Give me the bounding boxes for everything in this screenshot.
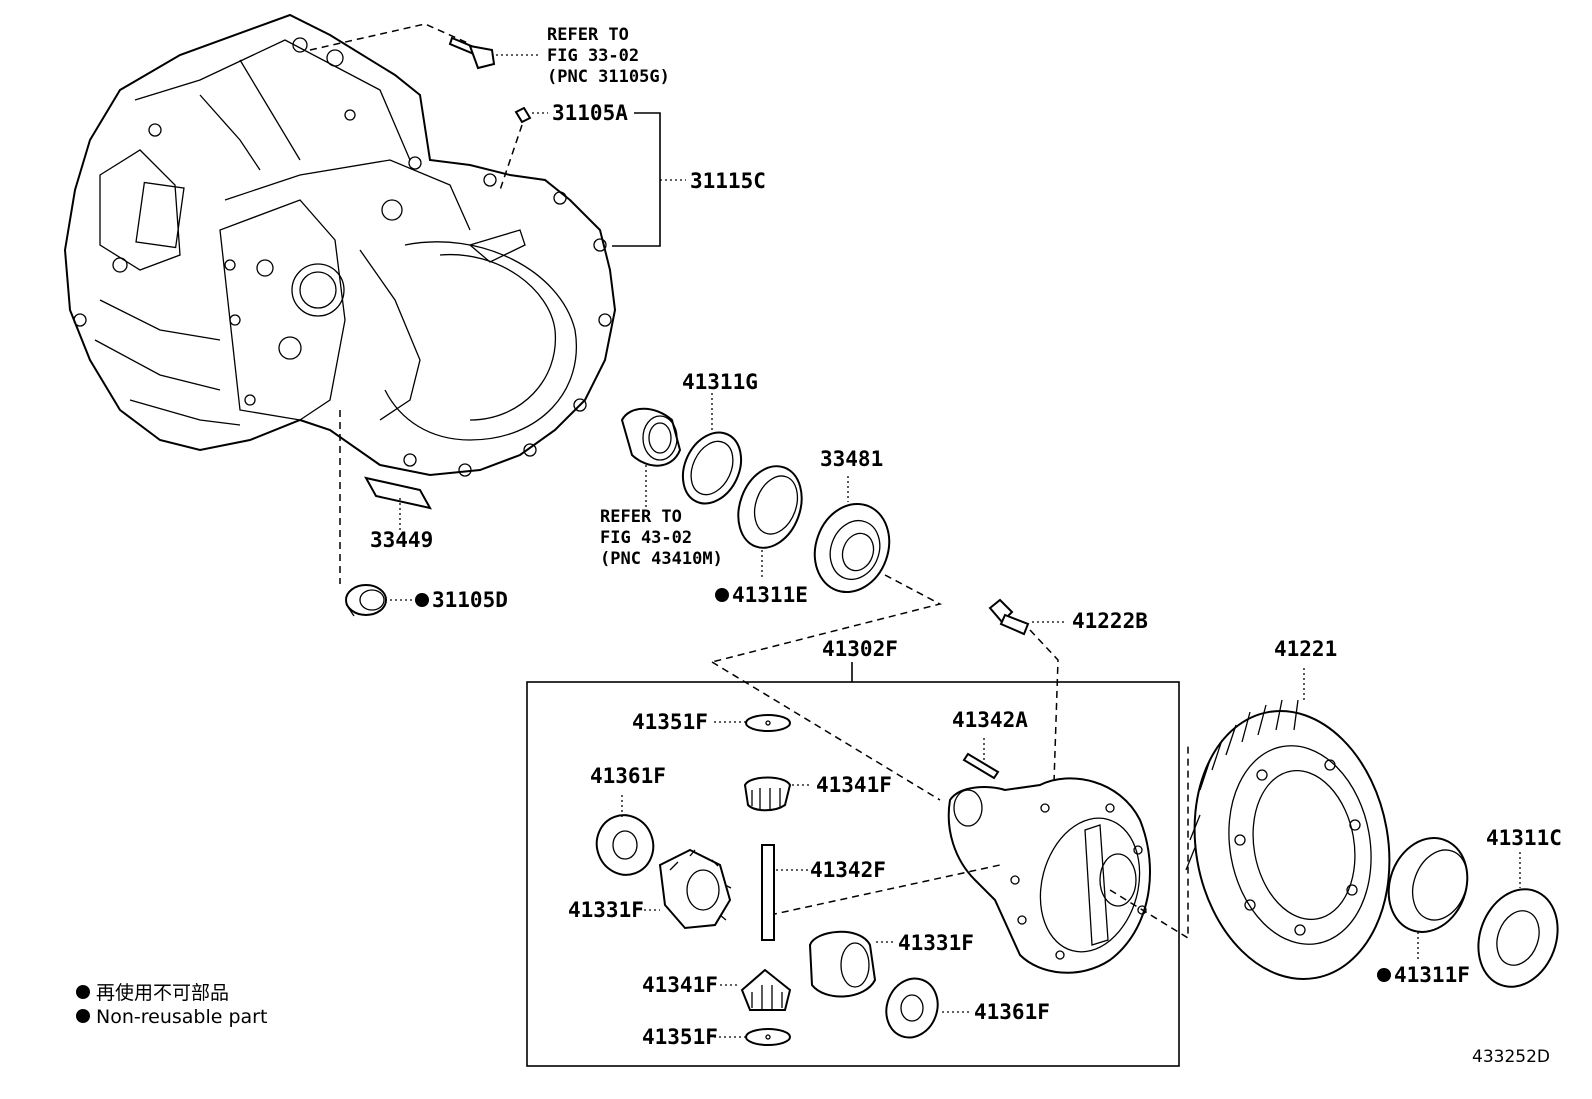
label-41351F-bottom: 41351F (642, 1025, 718, 1049)
label-41311G: 41311G (682, 370, 758, 394)
label-41361F-left: 41361F (590, 764, 666, 788)
label-41361F-right: 41361F (974, 1000, 1050, 1024)
bearing-race-41311F[interactable] (1376, 827, 1480, 943)
label-31105D: 31105D (432, 588, 508, 612)
bolt-41222B-dashed (1029, 629, 1059, 783)
non-reusable-dot-41311E (715, 588, 729, 602)
ring-gear-41221[interactable] (1174, 695, 1410, 994)
legend-english: Non-reusable part (96, 1006, 267, 1028)
shim-41311C[interactable] (1465, 878, 1571, 998)
non-reusable-dot-41311F (1377, 968, 1391, 982)
washer-41351F-bottom[interactable] (745, 1028, 791, 1046)
bolt-leader-dashed (309, 23, 471, 51)
bearing-33481[interactable] (803, 493, 901, 602)
label-41341F-top: 41341F (816, 773, 892, 797)
oil-seal-31105D[interactable] (345, 584, 387, 617)
label-41331F-left: 41331F (568, 898, 644, 922)
washer-41361F-right[interactable] (878, 971, 946, 1044)
refer-note-top-line3: (PNC 31105G) (547, 67, 670, 87)
legend-dot-jp (76, 985, 90, 999)
legend-dot-en (76, 1009, 90, 1023)
differential-kit-box (526, 681, 1180, 1067)
gear-align-dashed (1109, 745, 1189, 940)
label-41222B: 41222B (1072, 609, 1148, 633)
legend: 再使用不可部品 Non-reusable part (76, 982, 267, 1028)
pinion-41341F-top[interactable] (743, 776, 792, 812)
pinion-41341F-bottom[interactable] (740, 968, 792, 1011)
label-41331F-right: 41331F (898, 931, 974, 955)
shaft-41342F[interactable] (761, 844, 775, 941)
bolt-ref-31105G[interactable] (448, 36, 496, 70)
label-41311E: 41311E (732, 583, 808, 607)
pin-41342A[interactable] (962, 752, 1000, 780)
case-align-dashed (711, 661, 941, 801)
legend-japanese: 再使用不可部品 (96, 982, 229, 1004)
transaxle-housing[interactable] (63, 13, 617, 477)
label-31105A: 31105A (552, 101, 628, 125)
bearing-race-41311E[interactable] (727, 457, 812, 556)
label-41342F: 41342F (810, 858, 886, 882)
bolt-41222B[interactable] (988, 598, 1030, 636)
label-41311C: 41311C (1486, 826, 1562, 850)
refer-note-mid-line1: REFER TO (600, 507, 682, 527)
pin-align-dashed (769, 864, 1001, 916)
label-41311F: 41311F (1394, 963, 1470, 987)
refer-note-top-line2: FIG 33-02 (547, 46, 639, 66)
magnet-33449[interactable] (364, 476, 432, 510)
refer-note-mid-line3: (PNC 43410M) (600, 549, 723, 569)
refer-note-top-line1: REFER TO (547, 25, 629, 45)
bearing-cup-ref-43410M[interactable] (620, 407, 682, 467)
plug-31105A[interactable] (514, 106, 532, 124)
refer-note-mid-line2: FIG 43-02 (600, 528, 692, 548)
label-31115C: 31115C (690, 169, 766, 193)
label-41221: 41221 (1274, 637, 1337, 661)
non-reusable-dot-31105D (415, 593, 429, 607)
side-gear-41331F-left[interactable] (658, 848, 732, 930)
bearing-align-dashed (711, 574, 943, 663)
shim-41311G[interactable] (672, 423, 752, 513)
label-41351F-top: 41351F (632, 710, 708, 734)
label-33449: 33449 (370, 528, 433, 552)
label-41341F-bottom: 41341F (642, 973, 718, 997)
label-41302F: 41302F (822, 637, 898, 661)
label-33481: 33481 (820, 447, 883, 471)
differential-case[interactable] (947, 777, 1154, 974)
diagram-id: 433252D (1472, 1047, 1550, 1067)
side-gear-41331F-right[interactable] (808, 930, 877, 998)
label-41342A: 41342A (952, 708, 1028, 732)
washer-41351F-top[interactable] (745, 714, 791, 732)
housing-bracket (612, 112, 661, 247)
washer-41361F-left[interactable] (588, 807, 661, 883)
